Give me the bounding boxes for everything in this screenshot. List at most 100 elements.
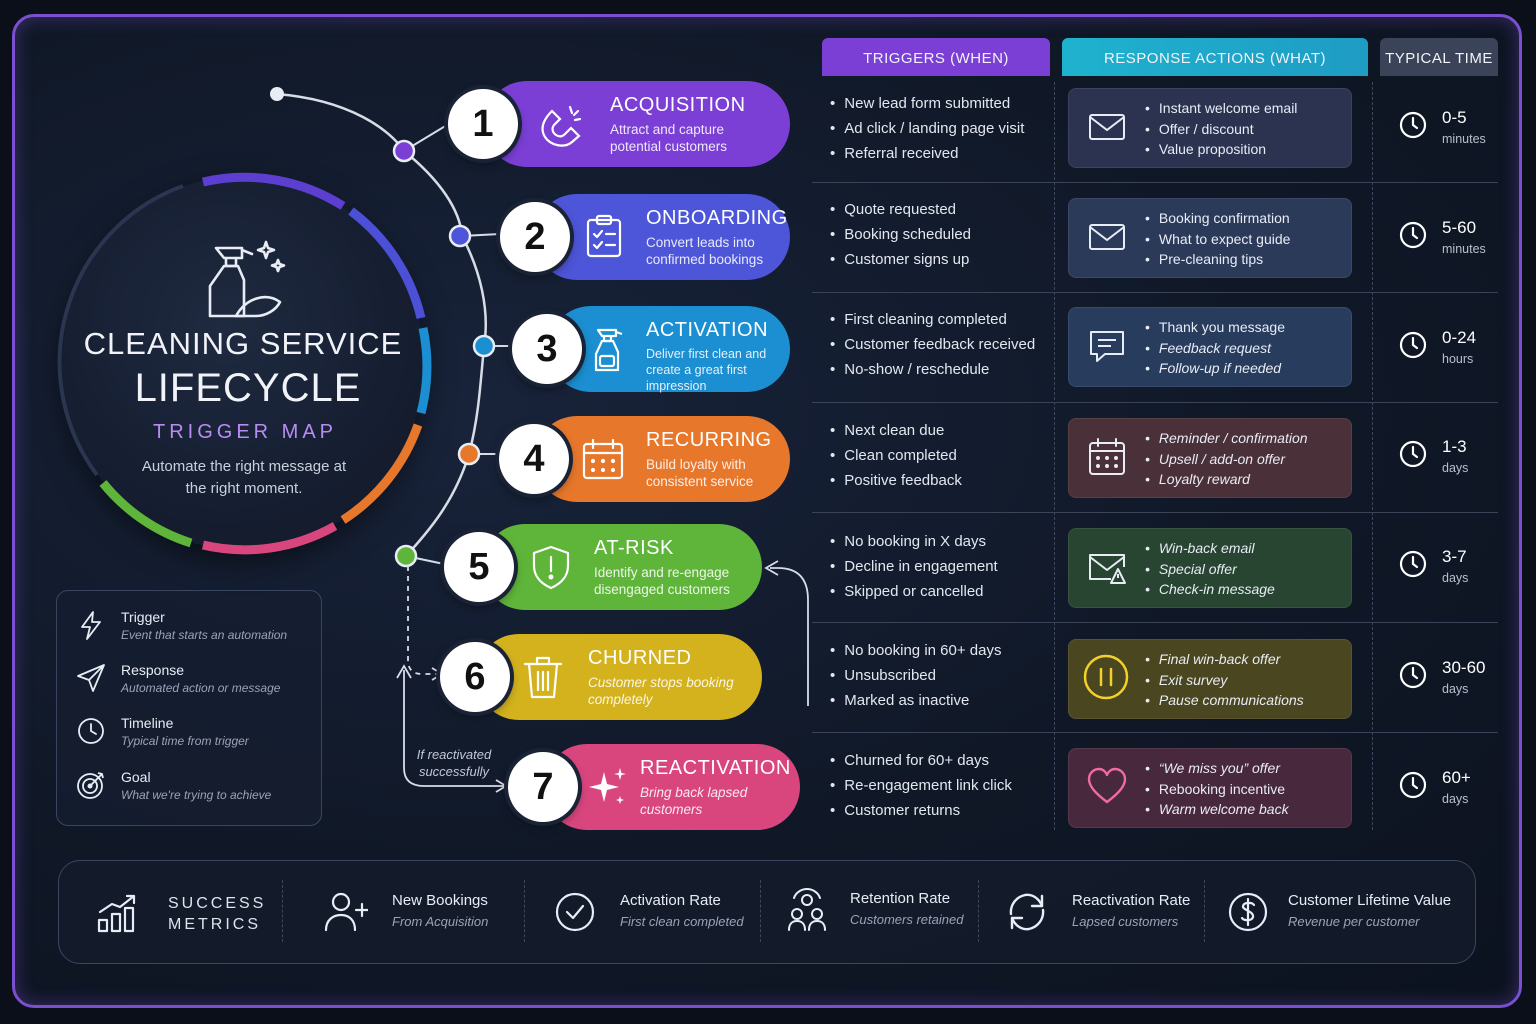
response-item: Check-in message <box>1145 581 1275 602</box>
stage-at-risk[interactable]: AT-RISK Identify and re-engage disengage… <box>482 524 762 610</box>
stage-number: 2 <box>500 202 570 272</box>
metric-separator <box>760 880 761 942</box>
response-item: Exit survey <box>1145 672 1304 693</box>
stage-title: RECURRING <box>646 429 772 451</box>
stage-desc: Customer stops booking completely <box>588 675 734 707</box>
clock-icon <box>1399 550 1427 578</box>
metric-separator <box>282 880 283 942</box>
trigger-item: Churned for 60+ days <box>830 752 1050 777</box>
response-item: What to expect guide <box>1145 231 1291 252</box>
response-item: Win-back email <box>1145 540 1275 561</box>
metric-desc: From Acquisition <box>392 914 489 929</box>
trigger-item: Unsubscribed <box>830 667 1040 692</box>
trigger-item: Customer signs up <box>830 251 1040 276</box>
response-item: Instant welcome email <box>1145 100 1298 121</box>
stage-onboarding[interactable]: ONBOARDING Convert leads into confirmed … <box>534 194 790 280</box>
sparkle-icon <box>589 768 626 804</box>
success-metrics-label: SUCCESS METRICS <box>168 893 266 935</box>
time-unit: minutes <box>1442 242 1486 256</box>
hero-tagline: Automate the right message at the right … <box>141 458 347 497</box>
response-item: Value proposition <box>1145 141 1297 162</box>
stage-number: 7 <box>508 752 578 822</box>
stage-desc: Attract and capture potential customers <box>610 122 728 154</box>
metric-separator <box>1204 880 1205 942</box>
response-card: “We miss you” offer Rebooking incentive … <box>1068 748 1352 828</box>
stage-acquisition[interactable]: ACQUISITION Attract and capture potentia… <box>484 81 790 167</box>
stage-number: 6 <box>440 642 510 712</box>
metric-desc: Revenue per customer <box>1288 914 1420 929</box>
stage-desc: Identify and re-engage disengaged custom… <box>594 565 730 597</box>
time-unit: days <box>1442 682 1469 696</box>
column-header-time: TYPICAL TIME <box>1380 38 1498 76</box>
trigger-item: No-show / reschedule <box>830 361 1050 386</box>
trigger-list: Quote requested Booking scheduled Custom… <box>830 201 1040 276</box>
stage-desc: Bring back lapsed customers <box>640 785 748 817</box>
response-item: Feedback request <box>1145 340 1285 361</box>
envelope-warning-icon <box>1089 554 1126 584</box>
metric-desc: Customers retained <box>850 912 964 927</box>
time-unit: days <box>1442 571 1469 585</box>
response-item: Thank you message <box>1145 319 1285 340</box>
legend-desc: What we're trying to achieve <box>121 788 272 802</box>
response-item: Reminder / confirmation <box>1145 430 1308 451</box>
calendar-icon <box>582 438 624 480</box>
response-item: Upsell / add-on offer <box>1145 451 1308 472</box>
stage-recurring[interactable]: RECURRING Build loyalty with consistent … <box>534 416 790 502</box>
trigger-item: Re-engagement link click <box>830 777 1050 802</box>
hero-title-line2: LIFECYCLE <box>134 366 362 410</box>
response-card: Booking confirmation What to expect guid… <box>1068 198 1352 278</box>
stage-2-badge: 2 <box>500 194 570 280</box>
legend-title: Trigger <box>121 609 165 625</box>
metric-title: Reactivation Rate <box>1072 892 1191 909</box>
metric-separator <box>524 880 525 942</box>
metric-separator <box>978 880 979 942</box>
response-item: Booking confirmation <box>1145 210 1290 231</box>
stage-7-badge: 7 <box>508 744 578 830</box>
response-item: Pre-cleaning tips <box>1145 251 1290 272</box>
metric-title: New Bookings <box>392 892 488 909</box>
trigger-item: Customer returns <box>830 802 1050 827</box>
legend-item-timeline: Timeline Typical time from trigger <box>75 713 315 757</box>
row-separator <box>812 292 1498 293</box>
hero-subtitle: TRIGGER MAP <box>152 421 337 443</box>
trigger-item: Customer feedback received <box>830 336 1050 361</box>
metric-title: Activation Rate <box>620 892 721 909</box>
hero-title-line1: CLEANING SERVICE <box>83 326 403 361</box>
response-item: Warm welcome back <box>1145 801 1289 822</box>
trigger-item: First cleaning completed <box>830 311 1050 336</box>
stage-number: 5 <box>444 532 514 602</box>
legend-title: Response <box>121 662 185 678</box>
time-value: 1-3 <box>1442 437 1467 456</box>
time-unit: days <box>1442 461 1469 475</box>
clock-icon <box>1399 221 1427 249</box>
trigger-item: No booking in X days <box>830 533 1040 558</box>
clock-icon <box>1399 111 1427 139</box>
stage-3-badge: 3 <box>512 306 582 392</box>
time-unit: minutes <box>1442 132 1486 146</box>
trigger-item: Clean completed <box>830 447 1040 472</box>
stage-churned[interactable]: CHURNED Customer stops booking completel… <box>476 634 762 720</box>
shield-warning-icon <box>532 545 570 590</box>
stage-5-badge: 5 <box>444 524 514 610</box>
target-icon <box>77 772 104 799</box>
stage-title: ONBOARDING <box>646 207 788 229</box>
response-item: Follow-up if needed <box>1145 360 1285 381</box>
response-item: Offer / discount <box>1145 121 1297 142</box>
response-item: “We miss you” offer <box>1145 760 1289 781</box>
time-value: 60+ <box>1442 768 1471 787</box>
response-card: Reminder / confirmation Upsell / add-on … <box>1068 418 1352 498</box>
stage-number: 3 <box>512 314 582 384</box>
row-separator <box>812 732 1498 733</box>
legend-title: Timeline <box>121 715 174 731</box>
trigger-item: Quote requested <box>830 201 1040 226</box>
response-card: Win-back email Special offer Check-in me… <box>1068 528 1352 608</box>
response-item: Pause communications <box>1145 692 1304 713</box>
column-separator <box>1054 82 1055 830</box>
stage-activation[interactable]: ACTIVATION Deliver first clean and creat… <box>548 306 790 393</box>
clock-icon <box>78 718 104 744</box>
spray-bottle-icon <box>208 240 286 318</box>
stage-desc: Deliver first clean and create a great f… <box>646 347 767 393</box>
stage-reactivation[interactable]: REACTIVATION Bring back lapsed customers <box>544 744 800 830</box>
spray-bottle-icon <box>594 328 623 372</box>
lightning-icon <box>81 611 101 640</box>
